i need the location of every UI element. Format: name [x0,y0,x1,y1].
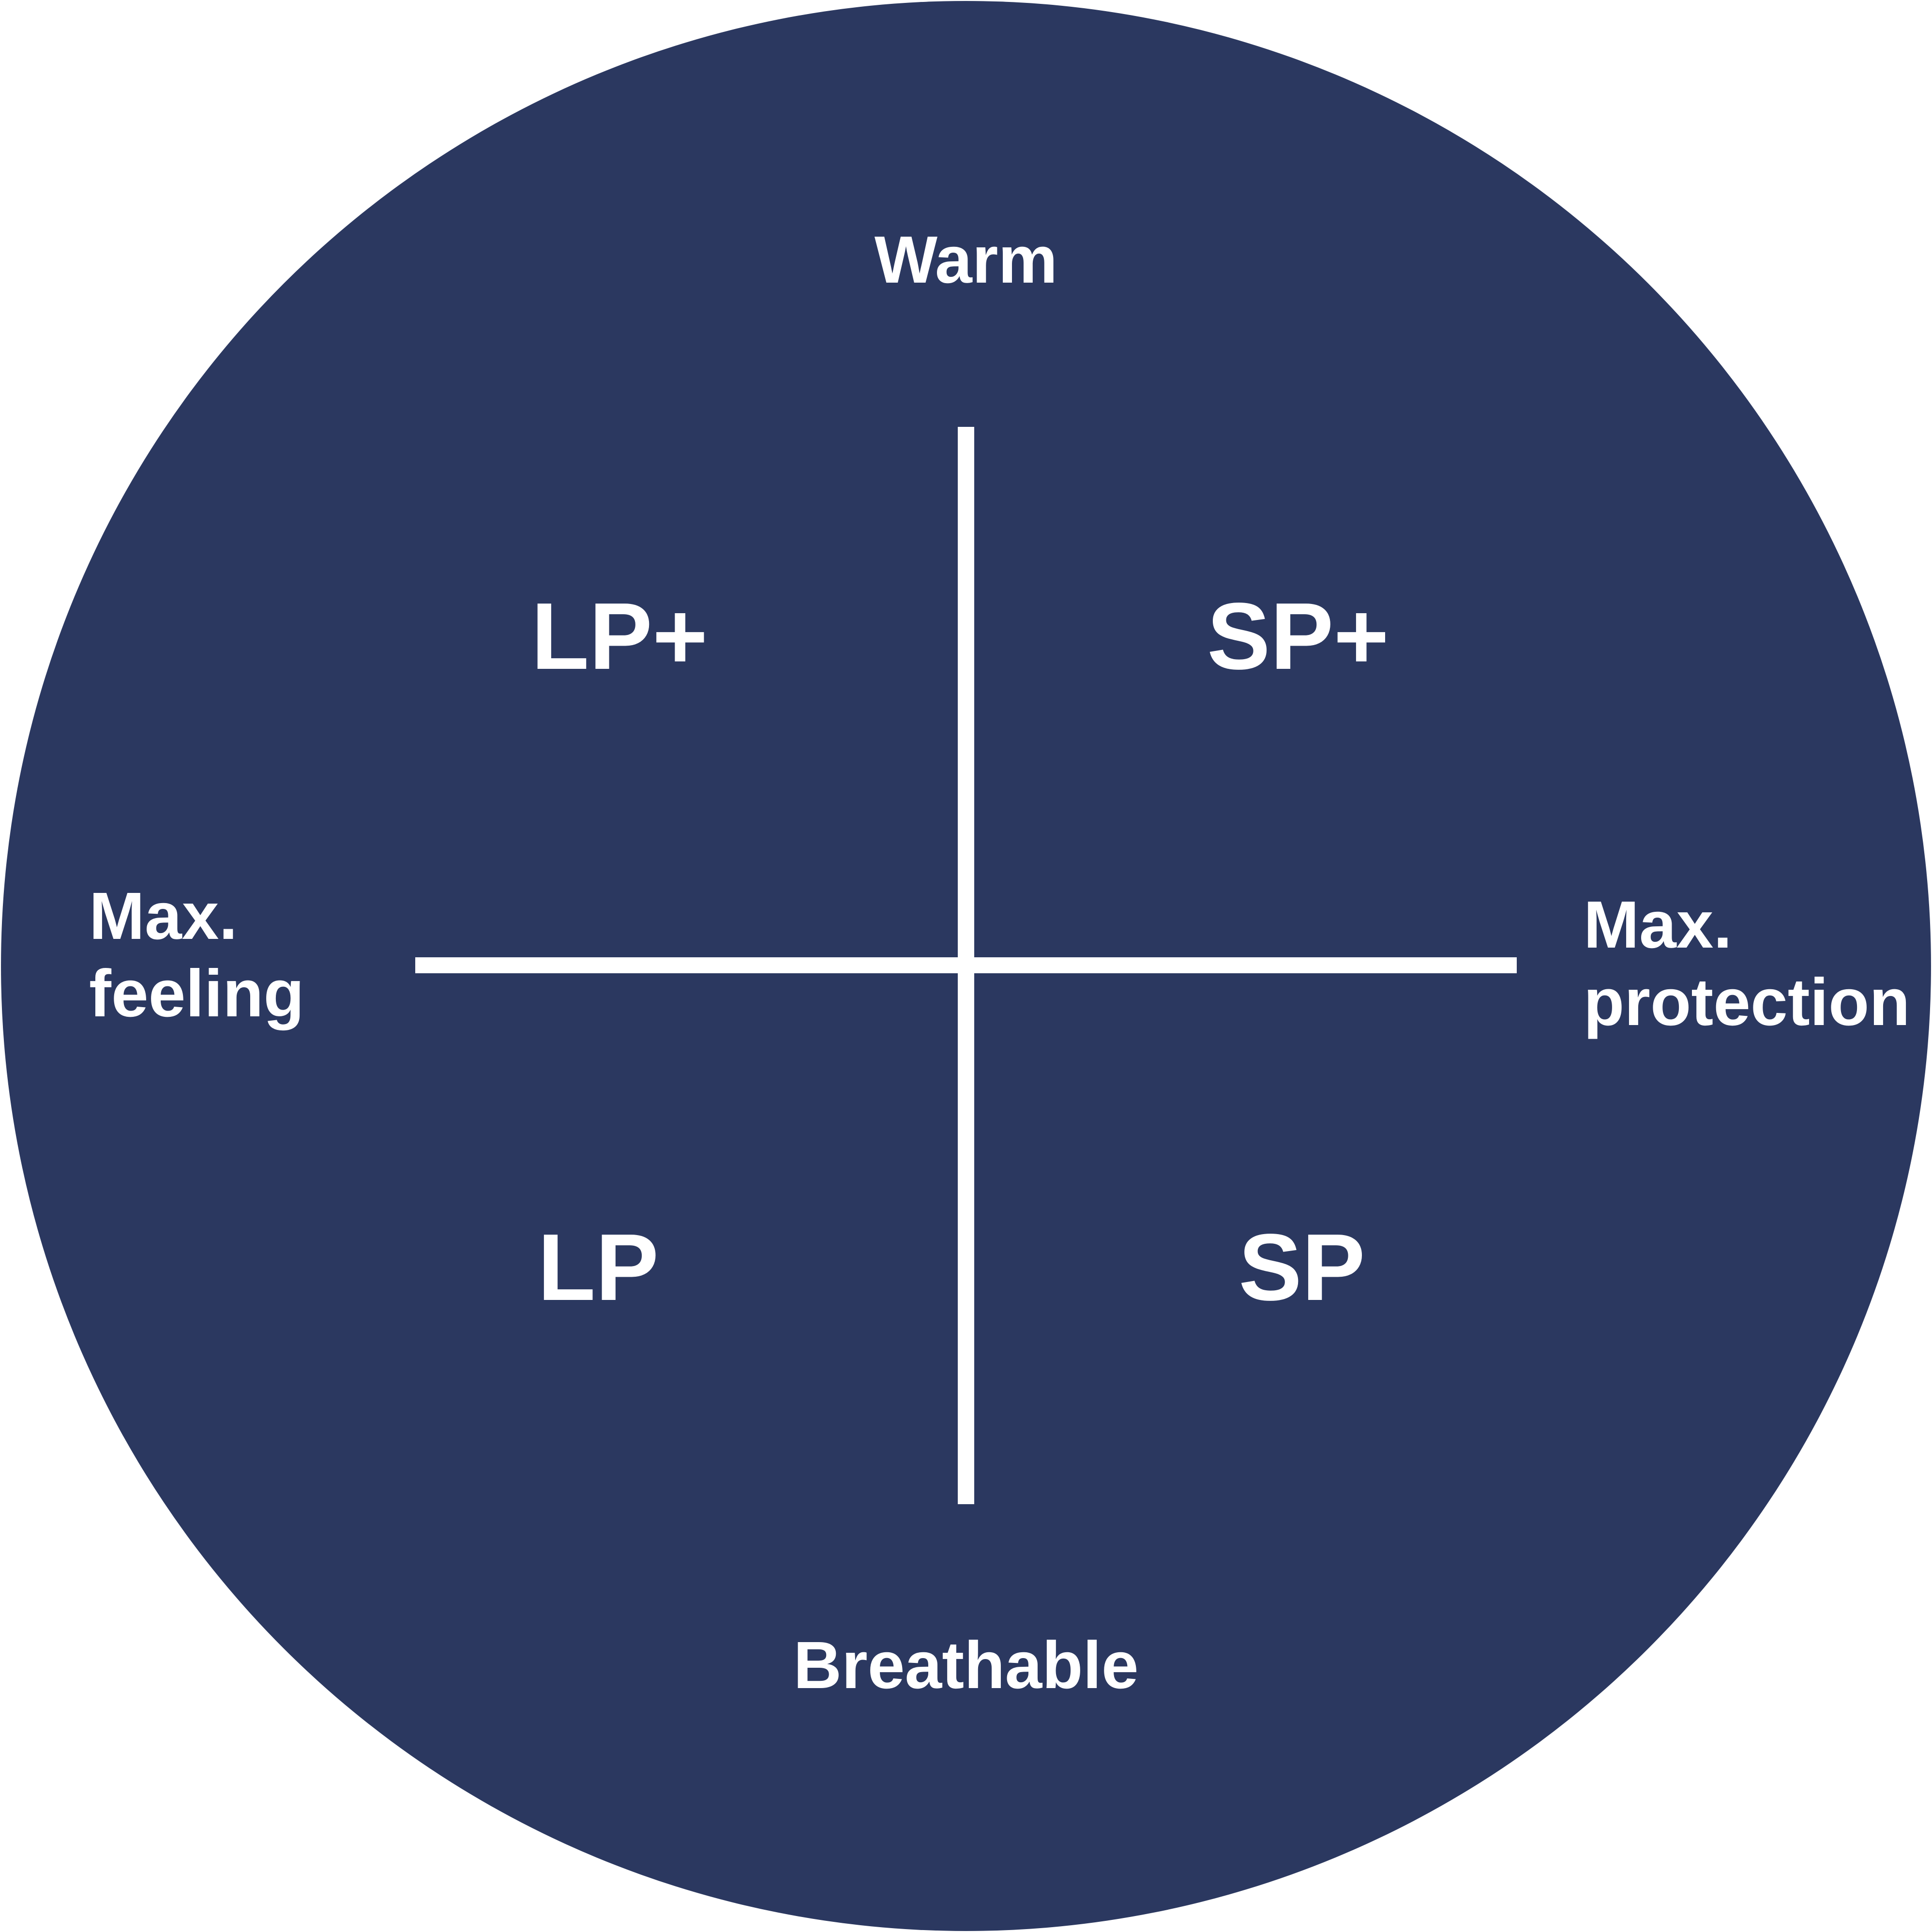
axis-label-top: Warm [875,223,1057,297]
quadrant-label-bottom-left: LP [538,1214,659,1320]
quadrant-label-bottom-right: SP [1238,1214,1365,1320]
axis-label-left-line-2: feeling [89,956,304,1031]
axis-label-right-line-1: Max. [1584,888,1732,962]
quadrant-label-top-left: LP+ [531,583,708,689]
horizontal-axis-line [415,957,1517,973]
axis-label-bottom: Breathable [793,1628,1138,1703]
quadrant-label-top-right: SP+ [1207,583,1389,689]
axis-label-left-line-1: Max. [89,879,238,953]
axis-label-right-line-2: protection [1584,965,1910,1040]
